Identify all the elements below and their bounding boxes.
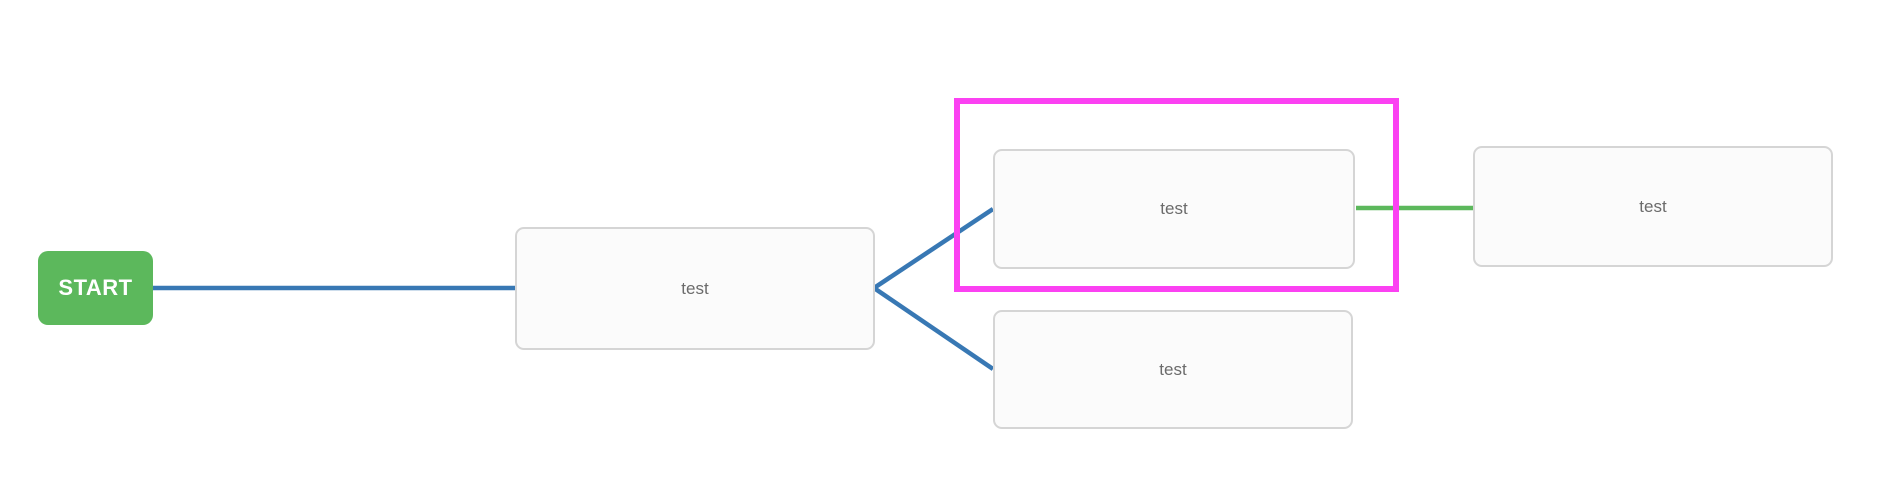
node-branch-bottom[interactable]: test (993, 310, 1353, 429)
node-branch-top[interactable]: test (993, 149, 1355, 269)
start-node[interactable]: START (38, 251, 153, 325)
node-end[interactable]: test (1473, 146, 1833, 267)
edge-center-to-branch-top (872, 207, 995, 290)
node-center[interactable]: test (515, 227, 875, 350)
edge-center-to-branch-bottom (872, 286, 995, 371)
